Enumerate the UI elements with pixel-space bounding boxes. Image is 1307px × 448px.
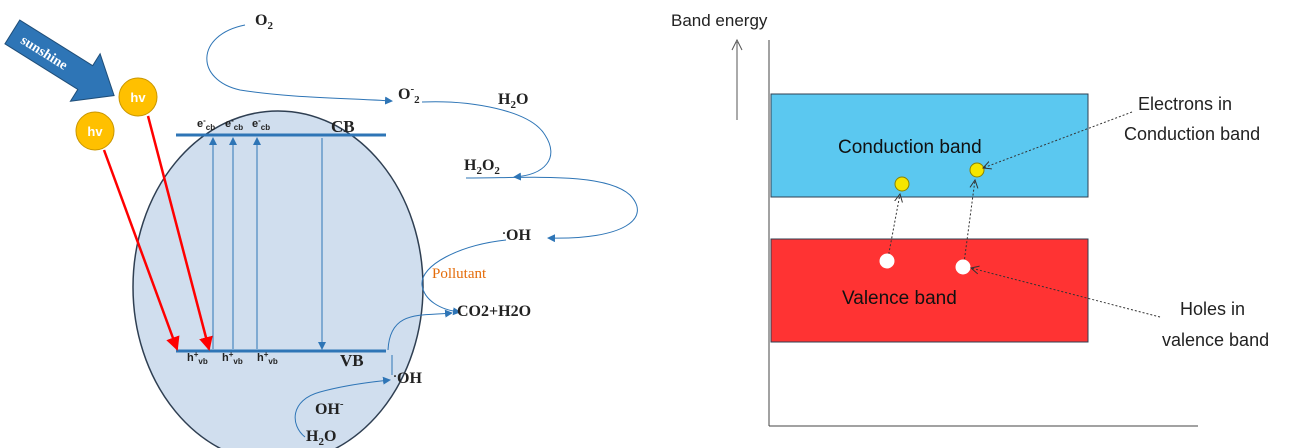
product-label: CO2+H2O	[457, 303, 531, 320]
holes-callout: Holes in valence band	[1162, 299, 1269, 350]
svg-text:e-cb: e-cb	[197, 116, 215, 132]
cb-label: CB	[331, 117, 355, 136]
photon-label: hv	[87, 124, 103, 139]
svg-text:e-cb: e-cb	[252, 116, 270, 132]
band-diagram: Band energy Conduction band Valence band…	[671, 11, 1269, 427]
peroxide-curve	[465, 176, 638, 243]
hydroxide-label: OH-	[315, 398, 344, 418]
water-to-hydroxyl-curve	[294, 376, 391, 438]
pollutant-label: Pollutant	[432, 266, 487, 282]
electron-labels: e-cb e-cb e-cb	[197, 116, 270, 132]
photon: hv	[75, 111, 115, 151]
electron-dot	[894, 176, 910, 192]
vb-label: VB	[340, 351, 364, 370]
hole-labels: h+vb h+vb h+vb	[187, 350, 278, 366]
water-label-bottom: H2O	[306, 428, 336, 448]
svg-text:e-cb: e-cb	[225, 116, 243, 132]
water-label-top: H2O	[498, 91, 528, 111]
superoxide-curve	[421, 101, 552, 181]
hydroxyl-label-bottom: ·OH	[393, 369, 422, 387]
hole-oxidation-curve	[387, 309, 453, 351]
peroxide-label: H2O2	[464, 157, 500, 177]
svg-text:h+vb: h+vb	[257, 350, 278, 366]
electrons-callout-arrow	[983, 111, 1133, 168]
semiconductor-particle	[132, 110, 424, 448]
valence-band-label: Valence band	[842, 288, 957, 309]
photocatalysis-diagram: sunshine hv hv CB VB e-cb e-cb e-cb h+vb…	[4, 12, 638, 448]
conduction-band-label: Conduction band	[838, 137, 982, 158]
svg-text:h+vb: h+vb	[187, 350, 208, 366]
o2-label: O2	[255, 12, 273, 32]
light-ray	[146, 115, 213, 351]
sunshine-arrow: sunshine	[4, 19, 115, 102]
hydroxyl-label: ·OH	[502, 226, 531, 244]
band-energy-label: Band energy	[671, 11, 768, 30]
energy-arrow-head	[731, 38, 743, 51]
o2-reduction-curve	[206, 24, 393, 105]
superoxide-label: O-2	[398, 83, 420, 106]
photon-label: hv	[130, 90, 146, 105]
hole-dot	[955, 259, 971, 275]
electron-excitation-arrow	[887, 194, 900, 259]
hydroxyl-to-pollutant-curve	[421, 239, 507, 316]
valence-band-box	[770, 238, 1089, 343]
holes-callout-arrow	[971, 268, 1161, 318]
electrons-callout: Electrons in Conduction band	[1124, 94, 1260, 144]
svg-text:h+vb: h+vb	[222, 350, 243, 366]
conduction-band-box	[770, 93, 1089, 198]
electron-excitation-arrow	[963, 180, 975, 264]
hole-dot	[879, 253, 895, 269]
light-ray	[102, 149, 180, 351]
photon: hv	[118, 77, 158, 117]
electron-dot	[969, 162, 985, 178]
